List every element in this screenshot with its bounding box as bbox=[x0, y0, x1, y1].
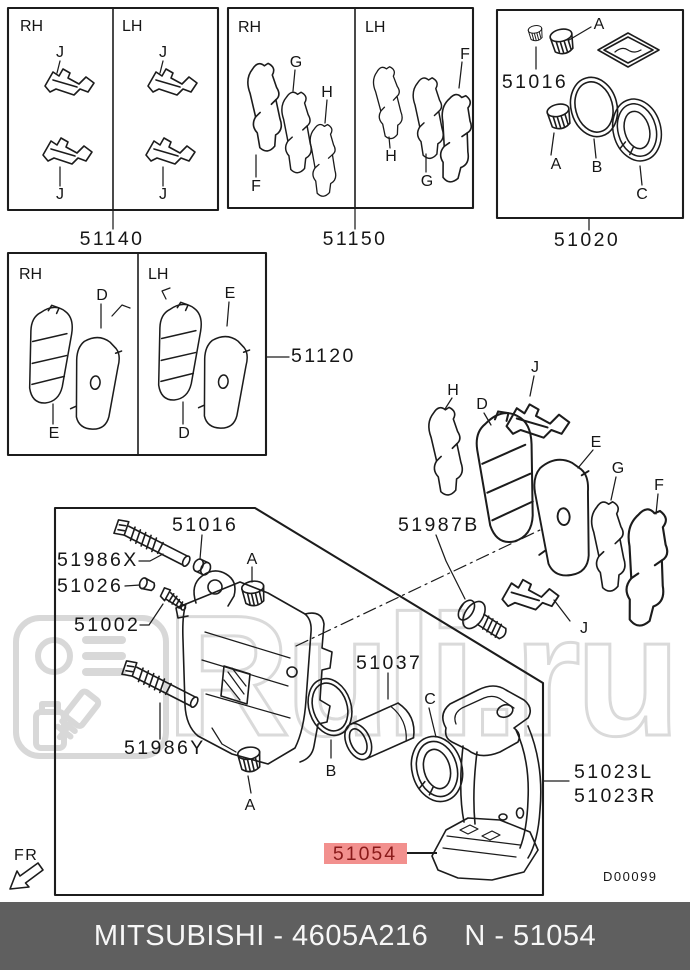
clip-label-j: J bbox=[56, 44, 64, 61]
part-number-51023R: 51023R bbox=[574, 785, 657, 807]
diagram-labels: RH LH J J J J 51140 RH LH G H F H G F 51… bbox=[14, 16, 664, 884]
seal-kit-label-a: A bbox=[551, 156, 562, 173]
pad-label-d: D bbox=[178, 425, 190, 442]
front-direction-arrow bbox=[9, 862, 44, 890]
shim-kit-lh-label: LH bbox=[365, 19, 385, 36]
footer-bar: MITSUBISHI - 4605A216 N - 51054 bbox=[0, 902, 690, 970]
caliper-assembly-box bbox=[53, 506, 570, 897]
assembly-label-a: A bbox=[245, 797, 256, 814]
exploded-label-d: D bbox=[476, 396, 488, 413]
footer-brand-part: MITSUBISHI - 4605A216 bbox=[93, 919, 429, 952]
pad-label-e: E bbox=[225, 285, 236, 302]
pad-label-d: D bbox=[96, 287, 108, 304]
shim-label-h: H bbox=[321, 84, 333, 101]
lower-guide-pin-drawing bbox=[119, 657, 202, 712]
caliper-body-drawing bbox=[175, 570, 333, 765]
clip-label-j: J bbox=[159, 44, 167, 61]
pad-kit-lh-label: LH bbox=[148, 266, 168, 283]
part-number-51026: 51026 bbox=[57, 575, 123, 597]
part-number-51054: 51054 bbox=[333, 843, 397, 865]
assembly-label-b: B bbox=[326, 763, 337, 780]
exploded-label-h: H bbox=[447, 382, 459, 399]
seal-kit-label-a: A bbox=[594, 16, 605, 33]
caliper-bracket-drawing bbox=[431, 685, 542, 881]
exploded-label-e: E bbox=[591, 434, 602, 451]
exploded-label-g: G bbox=[612, 460, 624, 477]
shim-label-g: G bbox=[290, 54, 302, 71]
shim-label-f: F bbox=[251, 178, 261, 195]
highlighted-part-51054[interactable]: 51054 bbox=[324, 843, 437, 865]
bleeder-cap-drawing bbox=[138, 577, 156, 592]
part-number-51987B: 51987B bbox=[398, 514, 480, 536]
part-number-51020: 51020 bbox=[554, 229, 620, 251]
part-number-51986Y: 51986Y bbox=[124, 737, 206, 759]
exploded-label-j: J bbox=[580, 620, 588, 637]
exploded-label-j: J bbox=[531, 359, 539, 376]
seal-kit-label-c: C bbox=[636, 186, 648, 203]
drawing-code: D00099 bbox=[603, 869, 658, 884]
piston-drawing bbox=[344, 702, 415, 761]
pin-bushing-drawing bbox=[192, 558, 212, 576]
piston-boot-drawing bbox=[403, 729, 471, 809]
piston-seal-drawing bbox=[307, 677, 353, 737]
shim-label-f: F bbox=[460, 46, 470, 63]
clip-kit-rh-label: RH bbox=[20, 18, 43, 35]
clip-label-j: J bbox=[56, 186, 64, 203]
pad-label-e: E bbox=[49, 425, 60, 442]
part-number-51986X: 51986X bbox=[57, 549, 139, 571]
part-number-51002: 51002 bbox=[74, 614, 140, 636]
exploded-label-f: F bbox=[654, 477, 664, 494]
part-number-51150: 51150 bbox=[323, 228, 388, 250]
shim-label-g: G bbox=[421, 173, 433, 190]
shim-kit-box-51150 bbox=[226, 6, 475, 230]
shim-kit-rh-label: RH bbox=[238, 19, 261, 36]
clip-kit-lh-label: LH bbox=[122, 18, 142, 35]
part-number-51037: 51037 bbox=[356, 652, 422, 674]
assembly-label-c: C bbox=[424, 691, 436, 708]
pad-kit-box-51120 bbox=[6, 251, 290, 457]
assembly-label-a: A bbox=[247, 551, 258, 568]
pad-kit-rh-label: RH bbox=[19, 266, 42, 283]
footer-catalog-ref: N - 51054 bbox=[464, 919, 597, 952]
exploded-pad-set bbox=[426, 375, 672, 649]
part-number-51140: 51140 bbox=[80, 228, 145, 250]
part-number-51016: 51016 bbox=[172, 514, 238, 536]
seal-kit-label-b: B bbox=[592, 159, 603, 176]
shim-label-h: H bbox=[385, 148, 397, 165]
part-number-51023L: 51023L bbox=[574, 761, 653, 783]
watermark-text: Ruli.ru bbox=[165, 580, 683, 772]
clip-label-j: J bbox=[159, 186, 167, 203]
seal-kit-box-51020 bbox=[495, 8, 685, 231]
part-number-51120: 51120 bbox=[291, 345, 356, 367]
clip-kit-box-51140 bbox=[6, 6, 220, 230]
front-direction-label: FR bbox=[14, 847, 38, 864]
part-number-51016-kit: 51016 bbox=[502, 71, 568, 93]
